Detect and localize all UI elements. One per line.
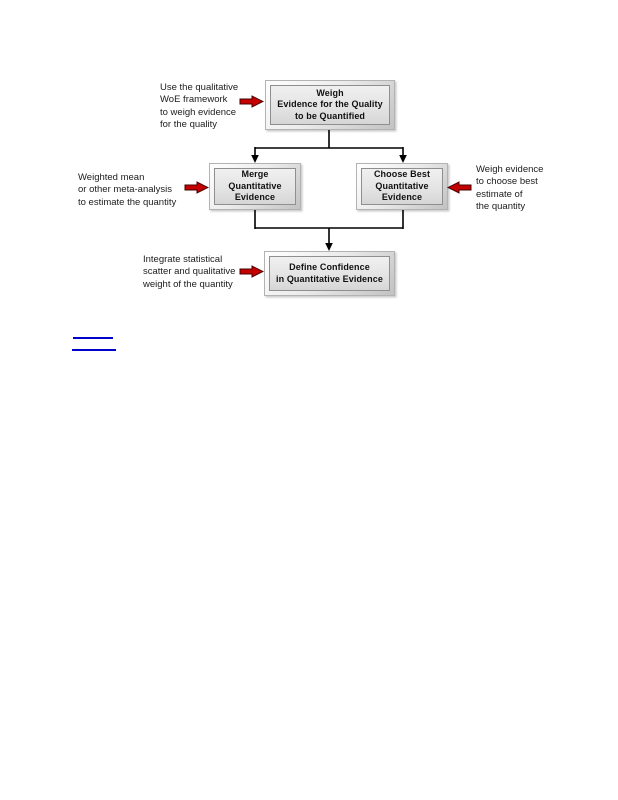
annotation-qualitative-woe: Use the qualitative WoE framework to wei…: [160, 82, 239, 130]
flowchart-box-define-confidence-label: Define Confidence in Quantitative Eviden…: [276, 262, 383, 284]
flowchart-box-merge: Merge Quantitative Evidence: [209, 163, 301, 210]
red-arrow-left-icon: [447, 181, 472, 194]
flowchart-box-weigh: Weigh Evidence for the Quality to be Qua…: [265, 80, 395, 130]
annotation-integrate-statistical: Integrate statistical scatter and qualit…: [143, 254, 236, 290]
flowchart-box-choose-best-face: Choose Best Quantitative Evidence: [361, 168, 443, 205]
flowchart-box-define-confidence: Define Confidence in Quantitative Eviden…: [264, 251, 395, 296]
red-arrow-right-icon: [239, 265, 264, 278]
annotation-weigh-evidence: Weigh evidence to choose best estimate o…: [476, 164, 544, 212]
flowchart-box-merge-face: Merge Quantitative Evidence: [214, 168, 296, 205]
annotation-weighted-mean: Weighted mean or other meta-analysis to …: [78, 172, 177, 208]
red-arrow-right-icon: [239, 95, 264, 108]
empty-link-1[interactable]: [73, 329, 113, 339]
flowchart-box-choose-best-label: Choose Best Quantitative Evidence: [373, 169, 431, 203]
red-arrow-right-icon: [184, 181, 209, 194]
flowchart-box-weigh-face: Weigh Evidence for the Quality to be Qua…: [270, 85, 390, 125]
empty-link-2[interactable]: [72, 341, 116, 351]
flowchart-box-define-confidence-face: Define Confidence in Quantitative Eviden…: [269, 256, 390, 291]
flowchart-box-merge-label: Merge Quantitative Evidence: [228, 169, 282, 203]
flowchart-box-choose-best: Choose Best Quantitative Evidence: [356, 163, 448, 210]
flowchart-box-weigh-label: Weigh Evidence for the Quality to be Qua…: [277, 87, 383, 121]
